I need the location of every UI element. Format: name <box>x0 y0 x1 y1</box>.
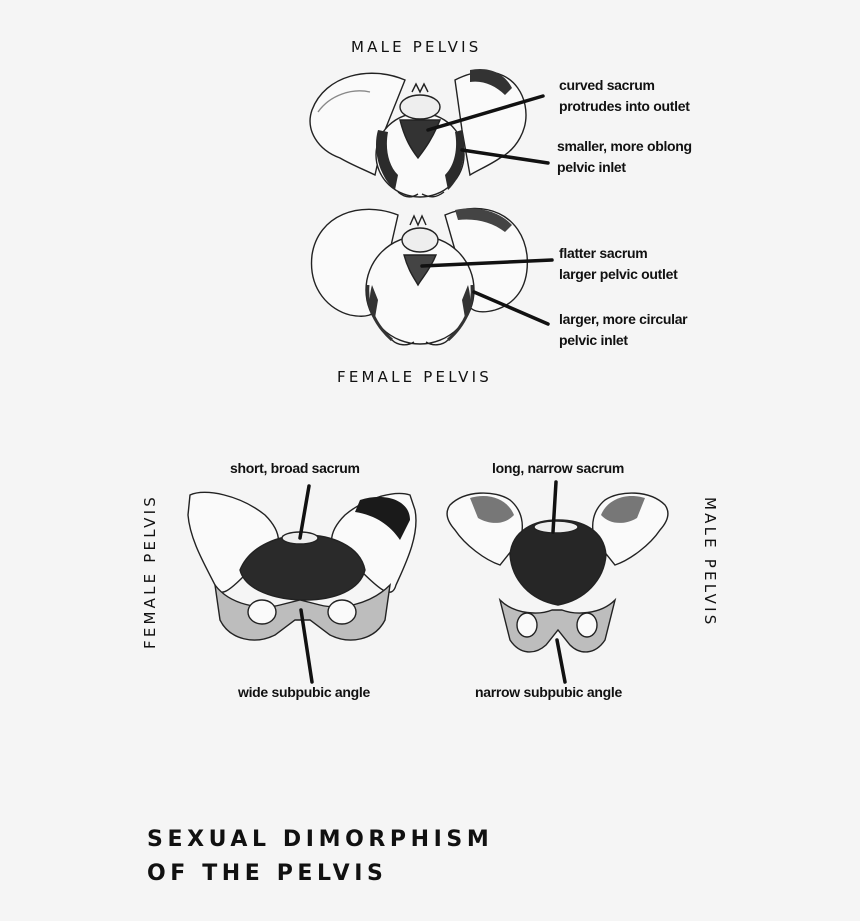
female-pelvis-caption: FEMALE PELVIS <box>337 368 492 386</box>
page-title: SEXUAL DIMORPHISM OF THE PELVIS <box>147 823 493 891</box>
female-front-leader-lines <box>298 484 314 684</box>
male-front-top-note: long, narrow sacrum <box>492 460 624 476</box>
male-pelvis-caption: MALE PELVIS <box>351 38 482 56</box>
female-note-sacrum: flatter sacrum larger pelvic outlet <box>559 243 678 285</box>
female-note-sacrum-line2: larger pelvic outlet <box>559 266 678 282</box>
page-title-line2: OF THE PELVIS <box>147 861 388 886</box>
female-front-top-note: short, broad sacrum <box>230 460 360 476</box>
female-side-label: FEMALE PELVIS <box>141 494 159 649</box>
male-note-sacrum: curved sacrum protrudes into outlet <box>559 75 690 117</box>
female-note-inlet-line2: pelvic inlet <box>559 332 628 348</box>
male-note-inlet-line1: smaller, more oblong <box>557 138 692 154</box>
male-front-bottom-note: narrow subpubic angle <box>475 684 622 700</box>
page-title-line1: SEXUAL DIMORPHISM <box>147 827 494 852</box>
male-note-inlet: smaller, more oblong pelvic inlet <box>557 136 692 178</box>
female-pelvis-top-view-illustration <box>310 207 528 346</box>
male-note-sacrum-line1: curved sacrum <box>559 77 655 93</box>
male-pelvis-top-view-illustration <box>309 68 527 198</box>
female-note-inlet-line1: larger, more circular <box>559 311 688 327</box>
male-front-leader-lines <box>551 480 567 684</box>
female-front-bottom-note: wide subpubic angle <box>238 684 370 700</box>
top-leader-lines <box>420 94 554 326</box>
male-pelvis-front-view-illustration <box>446 492 669 653</box>
male-note-sacrum-line2: protrudes into outlet <box>559 98 690 114</box>
male-side-label: MALE PELVIS <box>701 497 719 628</box>
male-note-inlet-line2: pelvic inlet <box>557 159 626 175</box>
female-note-inlet: larger, more circular pelvic inlet <box>559 309 688 351</box>
female-note-sacrum-line1: flatter sacrum <box>559 245 648 261</box>
